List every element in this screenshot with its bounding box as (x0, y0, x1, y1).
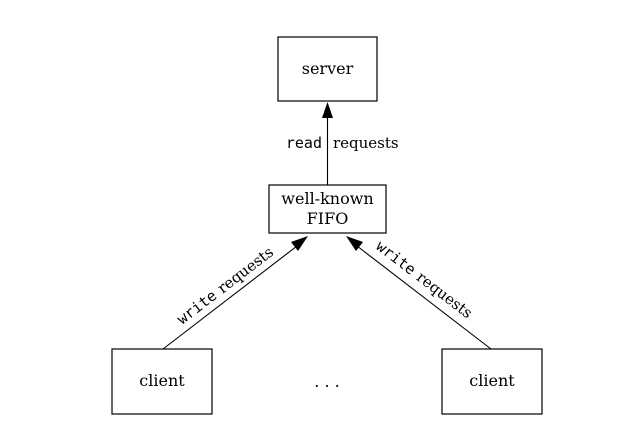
edge-right-client-to-fifo-line (356, 245, 492, 350)
fifo-label-line1: well-known (281, 189, 373, 208)
client-right-node: client (441, 348, 543, 415)
edge-right-client-to-fifo-arrowhead (346, 236, 363, 251)
edge-left-client-to-fifo: write requests (162, 236, 308, 350)
fifo-label-line2: FIFO (307, 209, 349, 228)
edge-fifo-to-server-text-label: requests (333, 134, 399, 152)
client-left-label: client (139, 371, 185, 390)
edge-fifo-to-server: read requests (286, 102, 399, 185)
client-right-box (441, 348, 543, 415)
edge-left-client-to-fifo-line (162, 245, 298, 350)
edge-left-client-to-fifo-code-label: write (173, 286, 220, 328)
edge-fifo-to-server-arrowhead (322, 102, 333, 118)
client-left-node: client (111, 348, 213, 415)
server-label: server (302, 59, 354, 78)
fifo-box (268, 184, 387, 234)
edge-right-client-to-fifo: write requests (346, 236, 492, 350)
fifo-node: well-known FIFO (268, 184, 387, 234)
server-box (277, 36, 378, 102)
client-left-box (111, 348, 213, 415)
edge-left-client-to-fifo-text-label: requests (214, 243, 277, 297)
clients-ellipsis: . . . (314, 372, 339, 391)
edge-right-client-to-fifo-text-label: requests (413, 268, 476, 322)
server-node: server (277, 36, 378, 102)
edge-right-client-to-fifo-code-label: write (373, 237, 420, 279)
edge-fifo-to-server-code-label: read (286, 134, 322, 152)
edge-left-client-to-fifo-arrowhead (291, 236, 308, 251)
client-right-label: client (469, 371, 515, 390)
